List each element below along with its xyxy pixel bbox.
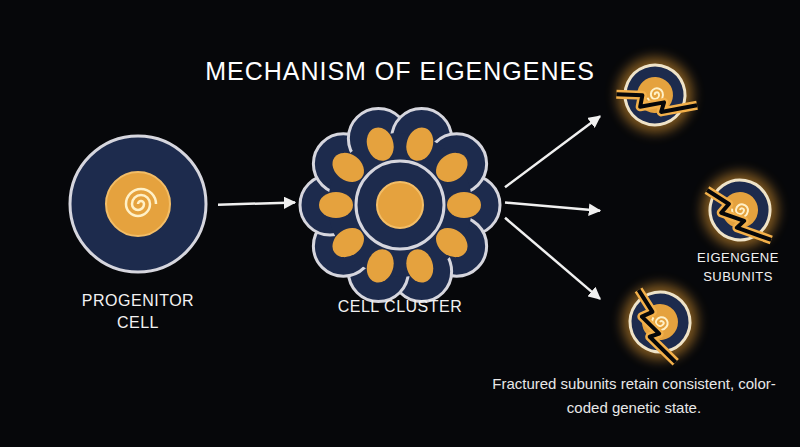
progenitor-cell-node: PROGENITOR CELL [58, 132, 218, 334]
caption: Fractured subunits retain consistent, co… [478, 372, 790, 420]
node-label: CELL CLUSTER [300, 296, 500, 318]
node-label: EIGENGENE SUBUNITS [683, 248, 793, 286]
flow-arrow [505, 218, 600, 299]
node-label: PROGENITOR CELL [71, 290, 206, 334]
flow-arrow [218, 202, 295, 204]
subunit-group-node: EIGENGENE SUBUNITS [600, 50, 795, 365]
flow-arrow [505, 116, 600, 187]
flow-arrow [505, 202, 600, 210]
progenitor-cell [70, 136, 206, 272]
cell-cluster [300, 108, 500, 301]
diagram-title: MECHANISM OF EIGENGENES [0, 57, 800, 86]
subunit-fragments [606, 46, 784, 375]
cell-cluster-node: CELL CLUSTER [295, 100, 505, 318]
